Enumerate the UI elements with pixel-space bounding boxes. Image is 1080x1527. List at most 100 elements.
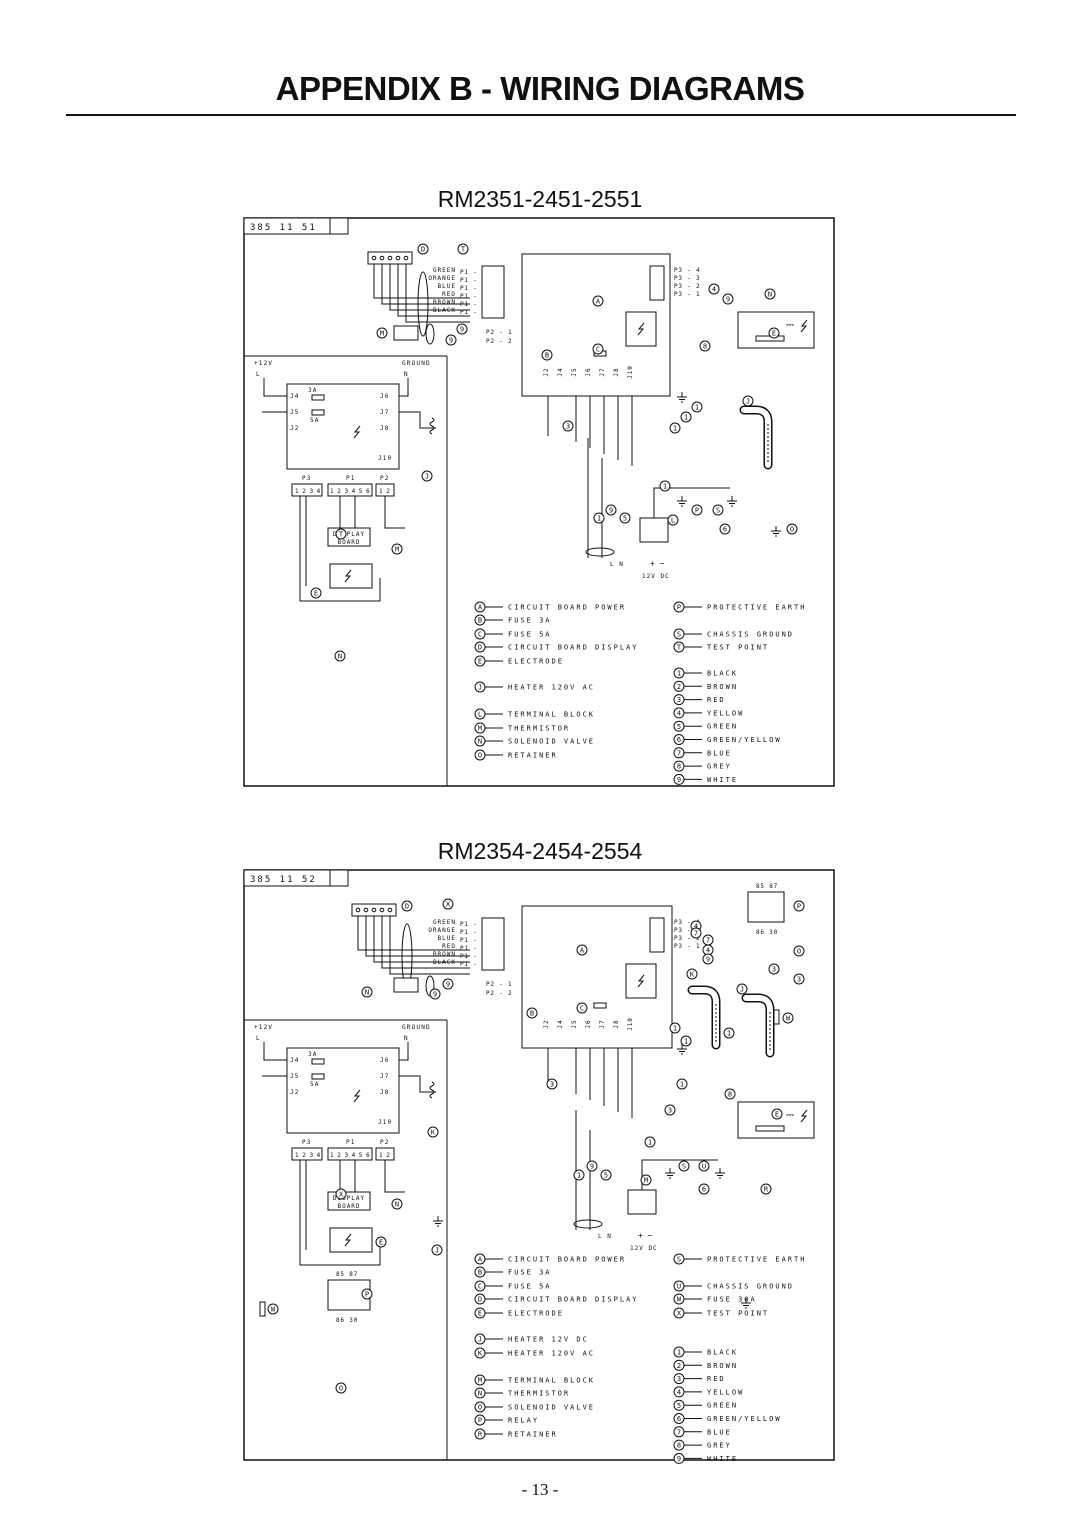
electrode-box bbox=[329, 563, 373, 589]
schematic-callout: T bbox=[461, 246, 466, 254]
board-jack-label: J8 bbox=[613, 1019, 620, 1028]
wire-color-label: GREEN bbox=[433, 267, 456, 274]
board-jack-label: J4 bbox=[557, 367, 564, 376]
p3-pin-label: P3 - 3 bbox=[674, 275, 700, 282]
callout-circle bbox=[592, 295, 604, 307]
legend-key: S bbox=[677, 631, 681, 639]
power-board-jack: J10 bbox=[378, 455, 392, 462]
p3-pin-label: P3 - 4 bbox=[674, 919, 700, 926]
p1-pin-label: P1 - 2 bbox=[460, 285, 486, 292]
callout-circle bbox=[421, 470, 433, 482]
heater-inner bbox=[743, 995, 773, 1056]
ground-icon bbox=[715, 1168, 725, 1179]
power-board bbox=[286, 1047, 400, 1134]
terminal-block bbox=[627, 1189, 657, 1215]
harness-wire bbox=[357, 916, 470, 951]
legend-text: BLUE bbox=[707, 1428, 732, 1436]
legend-key: J bbox=[478, 1336, 482, 1344]
callout-circle bbox=[676, 1078, 688, 1090]
code-box-blank bbox=[329, 217, 349, 235]
connector-p3-pins: 1 2 3 4 bbox=[295, 488, 321, 495]
spark-icon bbox=[637, 322, 645, 336]
dc-label: 12V DC bbox=[630, 1245, 658, 1252]
callout-circle bbox=[576, 944, 588, 956]
legend-key: 2 bbox=[677, 683, 681, 691]
heater-element-icon bbox=[687, 985, 721, 1050]
legend-text: BROWN bbox=[707, 1362, 738, 1370]
p2-pin-label: P2 - 1 bbox=[486, 329, 512, 336]
legend-text: GREEN/YELLOW bbox=[707, 736, 782, 744]
legend-text: CIRCUIT BOARD DISPLAY bbox=[508, 1296, 639, 1304]
fuse-3a-label: 3A bbox=[308, 387, 318, 394]
p3-pin-label: P3 - 2 bbox=[674, 935, 700, 942]
legend-key: 6 bbox=[677, 1415, 681, 1423]
legend-key: 2 bbox=[677, 1362, 681, 1370]
callout-circle bbox=[310, 587, 322, 599]
legend-key: M bbox=[478, 1377, 482, 1385]
schematic-callout: 1 bbox=[673, 425, 677, 433]
legend-text: RELAY bbox=[508, 1417, 539, 1425]
power-plus-label: +12V bbox=[254, 360, 273, 367]
display-board-label: DISPLAY bbox=[333, 1195, 365, 1202]
schematic-callout: S bbox=[716, 507, 720, 515]
p1-pin-label: P1 - 4 bbox=[460, 277, 486, 284]
p1-pin-label: P1 - 5 bbox=[460, 945, 486, 952]
schematic-callout: X bbox=[339, 1191, 344, 1199]
power-n-label: N bbox=[404, 1035, 409, 1042]
legend-key: 8 bbox=[677, 763, 681, 771]
schematic-callout: L bbox=[671, 517, 675, 525]
fuse-symbol bbox=[311, 394, 325, 401]
legend-key: X bbox=[677, 1310, 682, 1318]
callout-circle bbox=[736, 983, 748, 995]
schematic-callout: 1 bbox=[695, 404, 699, 412]
relay-pin-label: 86 30 bbox=[756, 929, 778, 936]
schematic-callout: 4 bbox=[712, 286, 716, 294]
terminal-block bbox=[639, 517, 669, 543]
display-board-label: DISPLAY bbox=[333, 531, 365, 538]
legend-key: C bbox=[478, 1283, 482, 1291]
callout-circle bbox=[586, 1160, 598, 1172]
p1-pin-label: P1 - 1 bbox=[460, 921, 486, 928]
schematic-callout: J bbox=[746, 398, 750, 406]
legend-key: D bbox=[478, 1296, 482, 1304]
schematic-callout: 5 bbox=[604, 1172, 608, 1180]
schematic-callout: M bbox=[380, 330, 384, 338]
legend-text: FUSE 5A bbox=[508, 631, 552, 639]
cable-tie bbox=[585, 547, 615, 557]
board-jack-label: J2 bbox=[543, 367, 550, 376]
plug-pin bbox=[403, 255, 409, 261]
callout-circle bbox=[456, 323, 468, 335]
legend-key: P bbox=[677, 604, 681, 612]
schematic-callout: 1 bbox=[663, 483, 667, 491]
callout-circle bbox=[723, 1027, 735, 1039]
connector-p3 bbox=[291, 483, 323, 497]
legend-text: SOLENOID VALVE bbox=[508, 1404, 595, 1412]
spark-icon bbox=[344, 1233, 352, 1247]
schematic-callout: 1 bbox=[680, 1081, 684, 1089]
electrode-lamp-icon: ⎓ bbox=[786, 1110, 794, 1121]
schematic-callout: 1 bbox=[684, 1038, 688, 1046]
p1-pin-label: P1 - 6 bbox=[460, 953, 486, 960]
schematic-callout: A bbox=[596, 298, 601, 306]
harness-wire bbox=[381, 916, 470, 969]
relay-box bbox=[747, 891, 785, 923]
p1-pin-label: P1 - 1 bbox=[460, 269, 486, 276]
callout-circle bbox=[562, 420, 574, 432]
schematic-callout: 6 bbox=[702, 1186, 706, 1194]
legend-text: CIRCUIT BOARD POWER bbox=[508, 604, 626, 612]
wire-color-label: RED bbox=[442, 291, 456, 298]
connector-p1-label: P1 bbox=[346, 475, 356, 482]
coil-symbol bbox=[429, 1081, 435, 1099]
power-board bbox=[286, 383, 400, 470]
plug-m bbox=[393, 325, 419, 341]
ground-icon bbox=[727, 496, 737, 507]
schematic-callout: N bbox=[365, 989, 369, 997]
callout-circle bbox=[391, 543, 403, 555]
legend-key: 5 bbox=[677, 723, 681, 731]
electrode-box bbox=[329, 1227, 373, 1253]
legend-text: TEST POINT bbox=[707, 644, 769, 652]
wire-j8 bbox=[399, 1075, 436, 1093]
callout-circle bbox=[667, 514, 679, 526]
connector-p3-label: P3 bbox=[302, 475, 312, 482]
